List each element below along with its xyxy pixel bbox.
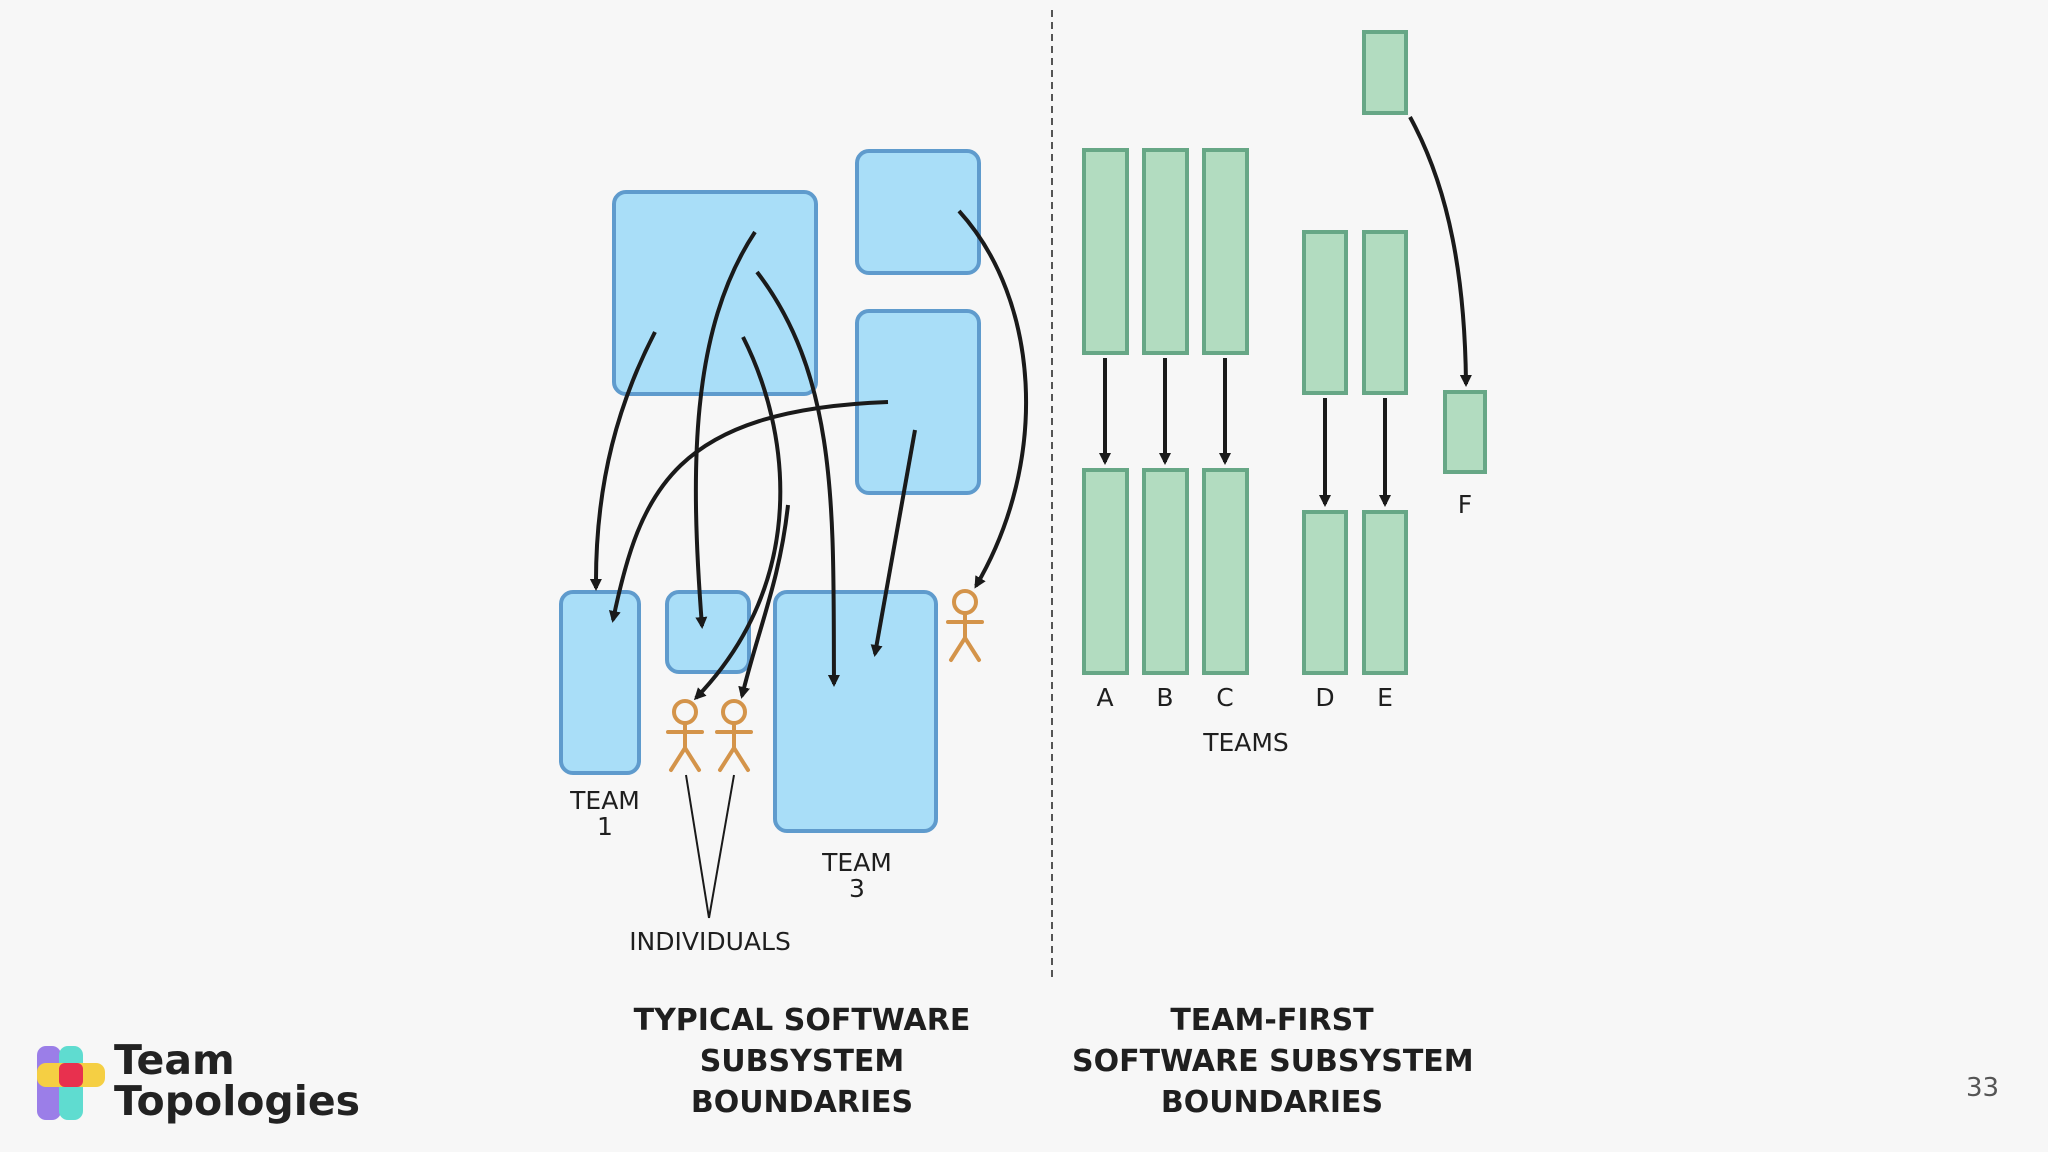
teams-label: TEAMS (1203, 728, 1289, 757)
team-b-box-top (1142, 148, 1189, 355)
team-f-box-top (1362, 30, 1408, 115)
team-letter-e: E (1377, 683, 1393, 712)
team-3-label: TEAM 3 (822, 848, 892, 904)
arrow (870, 429, 917, 657)
arrow (738, 504, 790, 699)
arrow (693, 230, 757, 629)
team-letter-f: F (1457, 490, 1473, 519)
arrow-f (1408, 116, 1472, 387)
team-f-box-bottom (1443, 390, 1487, 474)
team-letter-d: D (1315, 683, 1335, 712)
team-d-box-top (1302, 230, 1348, 395)
team-d-box-bottom (1302, 510, 1348, 675)
right-caption: TEAM-FIRST SOFTWARE SUBSYSTEM BOUNDARIES (1072, 1003, 1474, 1120)
team-e-box-bottom (1362, 510, 1408, 675)
team-b-box-bottom (1142, 468, 1189, 675)
left-caption: TYPICAL SOFTWARE SUBSYSTEM BOUNDARIES (633, 1003, 971, 1120)
team-e-box-top (1362, 230, 1408, 395)
page-number: 33 (1966, 1073, 2000, 1103)
individual-person-icon-3 (946, 589, 984, 662)
arrow (693, 336, 783, 701)
arrow (608, 400, 889, 623)
team-topologies-logo-icon (37, 1046, 105, 1120)
subsystem-box-top-right (855, 149, 981, 275)
team-a-box-bottom (1082, 468, 1129, 675)
team-1-box (559, 590, 641, 775)
arrow (755, 270, 840, 687)
team-letter-c: C (1216, 683, 1234, 712)
individual-person-icon-2 (715, 699, 753, 772)
individual-person-icon-1 (666, 699, 704, 772)
team-3-box (773, 590, 938, 833)
team-letter-b: B (1156, 683, 1174, 712)
individuals-label: INDIVIDUALS (629, 927, 791, 956)
team-a-box-top (1082, 148, 1129, 355)
arrow (957, 209, 1028, 589)
team-topologies-logo-text: Team Topologies (114, 1036, 361, 1125)
individuals-pointer-line (708, 774, 735, 919)
team-1-label: TEAM 1 (570, 786, 640, 842)
small-subsystem-box (665, 590, 751, 674)
team-c-box-bottom (1202, 468, 1249, 675)
subsystem-box-large (612, 190, 818, 396)
arrow (589, 331, 657, 591)
individuals-pointer-line (685, 774, 710, 919)
team-letter-a: A (1096, 683, 1114, 712)
team-c-box-top (1202, 148, 1249, 355)
